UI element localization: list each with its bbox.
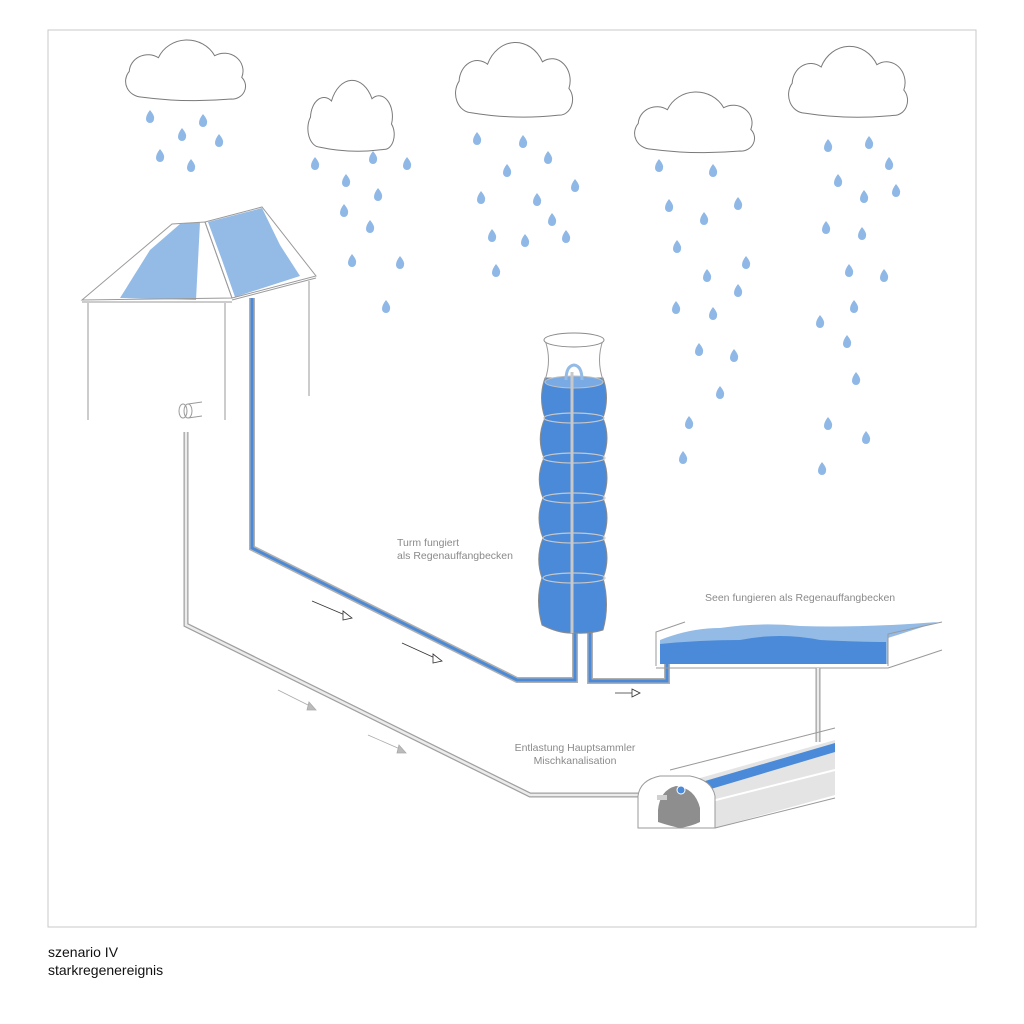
arrow-head-icon [396, 744, 407, 754]
raindrop-icon [374, 188, 383, 201]
roof-water-right [208, 208, 300, 297]
raindrop-icon [822, 221, 831, 234]
raindrop-icon [521, 234, 530, 247]
raindrop-icon [734, 197, 743, 210]
raindrop-icon [655, 159, 664, 172]
sewer-label-line1: Entlastung Hauptsammler [515, 742, 636, 754]
raindrop-icon [858, 227, 867, 240]
raindrop-icon [843, 335, 852, 348]
raindrop-icon [824, 139, 833, 152]
tower-top-rim [543, 332, 605, 348]
raindrop-icon [366, 220, 375, 233]
raindrop-icon [492, 264, 501, 277]
raindrop-icon [199, 114, 208, 127]
raindrop-icon [311, 157, 320, 170]
tower-label-line2: als Regenauffangbecken [397, 550, 513, 562]
raindrops [146, 110, 901, 475]
raindrop-icon [673, 240, 682, 253]
raindrop-icon [187, 159, 196, 172]
arrow-head-icon [306, 701, 317, 711]
raindrop-icon [679, 451, 688, 464]
tower-label-line1: Turm fungiert [397, 537, 459, 549]
raindrop-icon [403, 157, 412, 170]
cloud-icon [635, 92, 755, 153]
lake-label: Seen fungieren als Regenauffangbecken [705, 592, 895, 604]
drain-coil-icon [178, 401, 203, 419]
raindrop-icon [672, 301, 681, 314]
roof-water-left [120, 222, 200, 300]
arrow-head-icon [342, 610, 353, 621]
caption-subtitle: starkregenereignis [48, 962, 163, 978]
raindrop-icon [685, 416, 694, 429]
raindrop-icon [156, 149, 165, 162]
raindrop-icon [862, 431, 871, 444]
raindrop-icon [382, 300, 391, 313]
raindrop-icon [703, 269, 712, 282]
raindrop-icon [734, 284, 743, 297]
cloud-icon [308, 80, 394, 151]
raindrop-icon [730, 349, 739, 362]
raindrop-icon [880, 269, 889, 282]
raindrop-icon [845, 264, 854, 277]
raindrop-icon [742, 256, 751, 269]
raindrop-icon [885, 157, 894, 170]
raindrop-icon [340, 204, 349, 217]
cloud-icon [789, 46, 908, 117]
raindrop-icon [519, 135, 528, 148]
raindrop-icon [695, 343, 704, 356]
raindrop-icon [348, 254, 357, 267]
raindrop-icon [709, 307, 718, 320]
cloud-icon [456, 42, 573, 117]
raindrop-icon [503, 164, 512, 177]
flow-arrows [277, 600, 641, 754]
raindrop-icon [860, 190, 869, 203]
arrow-head-icon [432, 653, 443, 664]
raindrop-icon [342, 174, 351, 187]
raindrop-icon [824, 417, 833, 430]
wastewater-pipe [183, 432, 640, 798]
house [80, 206, 317, 420]
raindrop-icon [146, 110, 155, 123]
rainwater-pipe [249, 298, 670, 684]
raindrop-icon [369, 151, 378, 164]
raindrop-icon [818, 462, 827, 475]
raindrop-icon [850, 300, 859, 313]
lake-basin [655, 621, 943, 742]
raindrop-icon [571, 179, 580, 192]
raindrop-icon [215, 134, 224, 147]
raindrop-icon [709, 164, 718, 177]
water-tower [538, 332, 608, 634]
roof-side [204, 206, 317, 299]
raindrop-icon [562, 230, 571, 243]
main-sewer [637, 727, 836, 829]
raindrop-icon [396, 256, 405, 269]
raindrop-icon [700, 212, 709, 225]
raindrop-icon [834, 174, 843, 187]
clouds [126, 40, 908, 153]
raindrop-icon [865, 136, 874, 149]
raindrop-icon [533, 193, 542, 206]
raindrop-icon [548, 213, 557, 226]
raindrop-icon [852, 372, 861, 385]
raindrop-icon [473, 132, 482, 145]
sewer-label-line2: Mischkanalisation [534, 755, 617, 767]
cloud-icon [126, 40, 246, 101]
raindrop-icon [716, 386, 725, 399]
raindrop-icon [178, 128, 187, 141]
raindrop-icon [488, 229, 497, 242]
arrow-head-icon [631, 688, 641, 698]
raindrop-icon [477, 191, 486, 204]
raindrop-icon [544, 151, 553, 164]
raindrop-icon [816, 315, 825, 328]
raindrop-icon [665, 199, 674, 212]
caption-title: szenario IV [48, 944, 119, 960]
raindrop-icon [892, 184, 901, 197]
